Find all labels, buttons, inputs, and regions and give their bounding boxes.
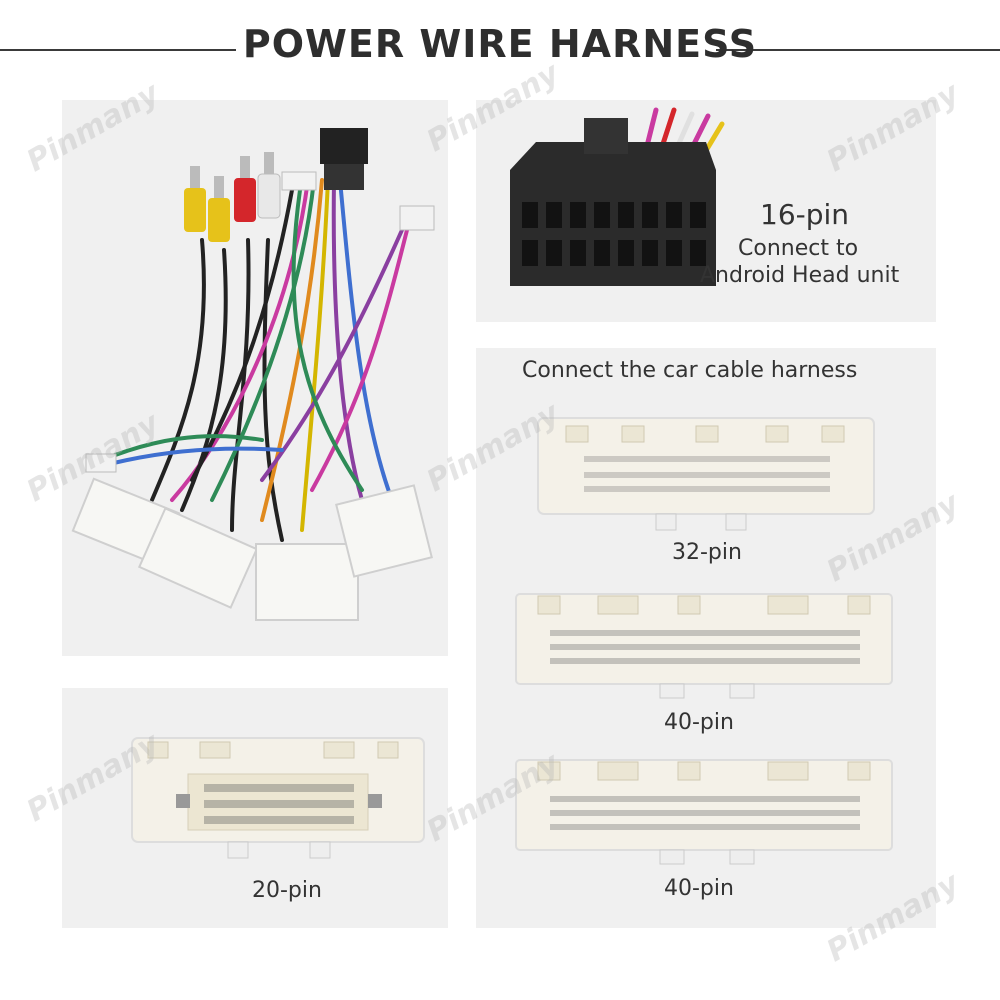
20pin-label: 20-pin xyxy=(252,878,322,903)
20pin-connector-image xyxy=(131,737,425,859)
16pin-connector-image xyxy=(510,107,725,286)
page-title: POWER WIRE HARNESS xyxy=(242,22,758,66)
header-rule-right xyxy=(716,49,1000,51)
wire-harness-image xyxy=(71,128,435,621)
16pin-connect-line1: Connect to xyxy=(738,236,859,261)
32pin-connector-image xyxy=(537,417,875,531)
40pin-connector-a-image xyxy=(515,593,893,699)
40pin-b-label: 40-pin xyxy=(664,876,734,901)
40pin-a-label: 40-pin xyxy=(664,710,734,735)
car-harness-caption: Connect the car cable harness xyxy=(522,358,858,383)
32pin-label: 32-pin xyxy=(672,540,742,565)
header-rule-left xyxy=(0,49,236,51)
16pin-connect-line2: Android Head unit xyxy=(700,263,900,288)
16pin-label: 16-pin xyxy=(760,198,850,231)
40pin-connector-b-image xyxy=(515,759,893,865)
